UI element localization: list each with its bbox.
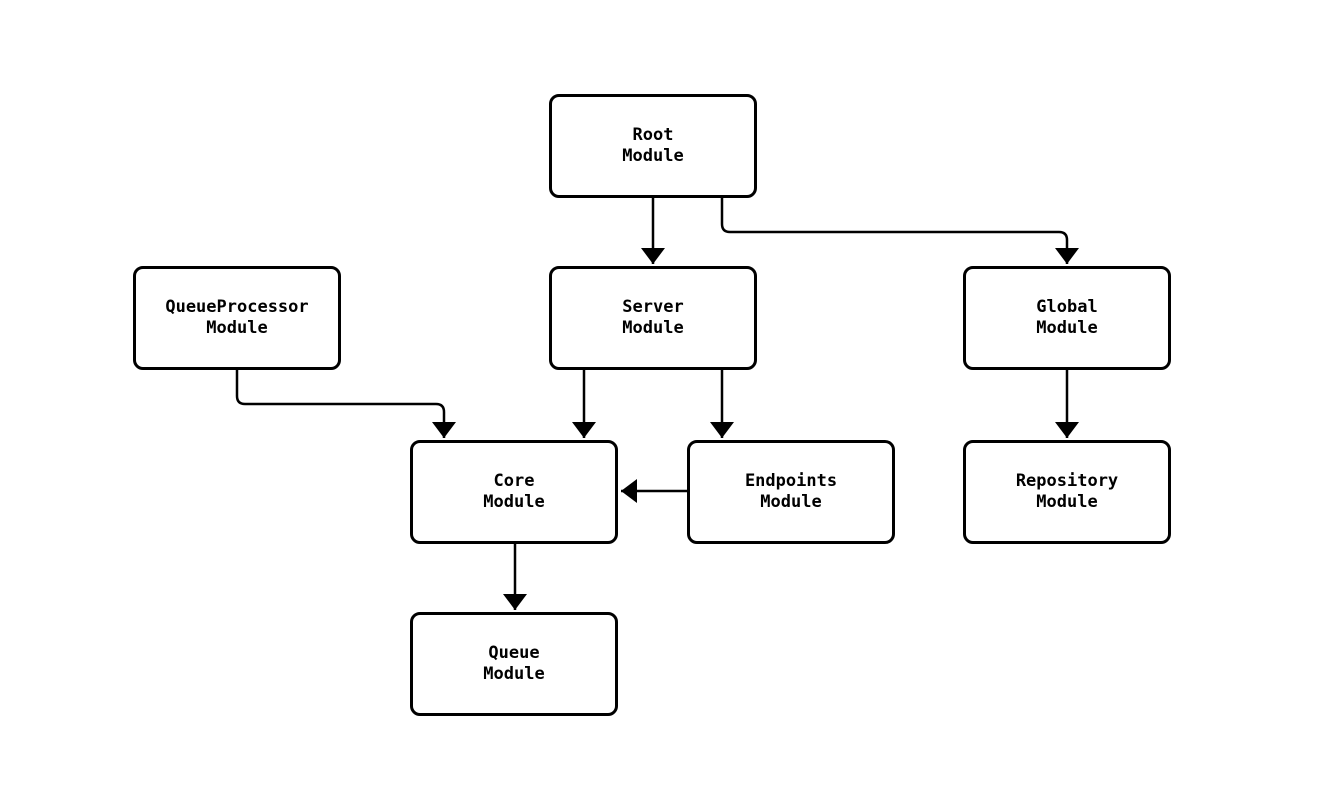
- edge-queueprocessor-to-core: [235, 370, 457, 438]
- node-endpoints-module-label: Endpoints Module: [744, 471, 838, 512]
- node-server-module: Server Module: [549, 266, 757, 370]
- node-repository-module: Repository Module: [963, 440, 1171, 544]
- node-global-module-label: Global Module: [1036, 297, 1098, 338]
- edge-root-to-global: [720, 198, 1080, 264]
- node-server-module-label: Server Module: [622, 297, 684, 338]
- node-endpoints-module: Endpoints Module: [687, 440, 895, 544]
- node-queueprocessor-module: QueueProcessor Module: [133, 266, 341, 370]
- node-queue-module: Queue Module: [410, 612, 618, 716]
- node-global-module: Global Module: [963, 266, 1171, 370]
- node-repository-module-label: Repository Module: [1015, 471, 1119, 512]
- node-root-module: Root Module: [549, 94, 757, 198]
- node-core-module: Core Module: [410, 440, 618, 544]
- node-root-module-label: Root Module: [622, 125, 684, 166]
- node-core-module-label: Core Module: [483, 471, 545, 512]
- node-queueprocessor-module-label: QueueProcessor Module: [165, 297, 309, 338]
- node-queue-module-label: Queue Module: [483, 643, 545, 684]
